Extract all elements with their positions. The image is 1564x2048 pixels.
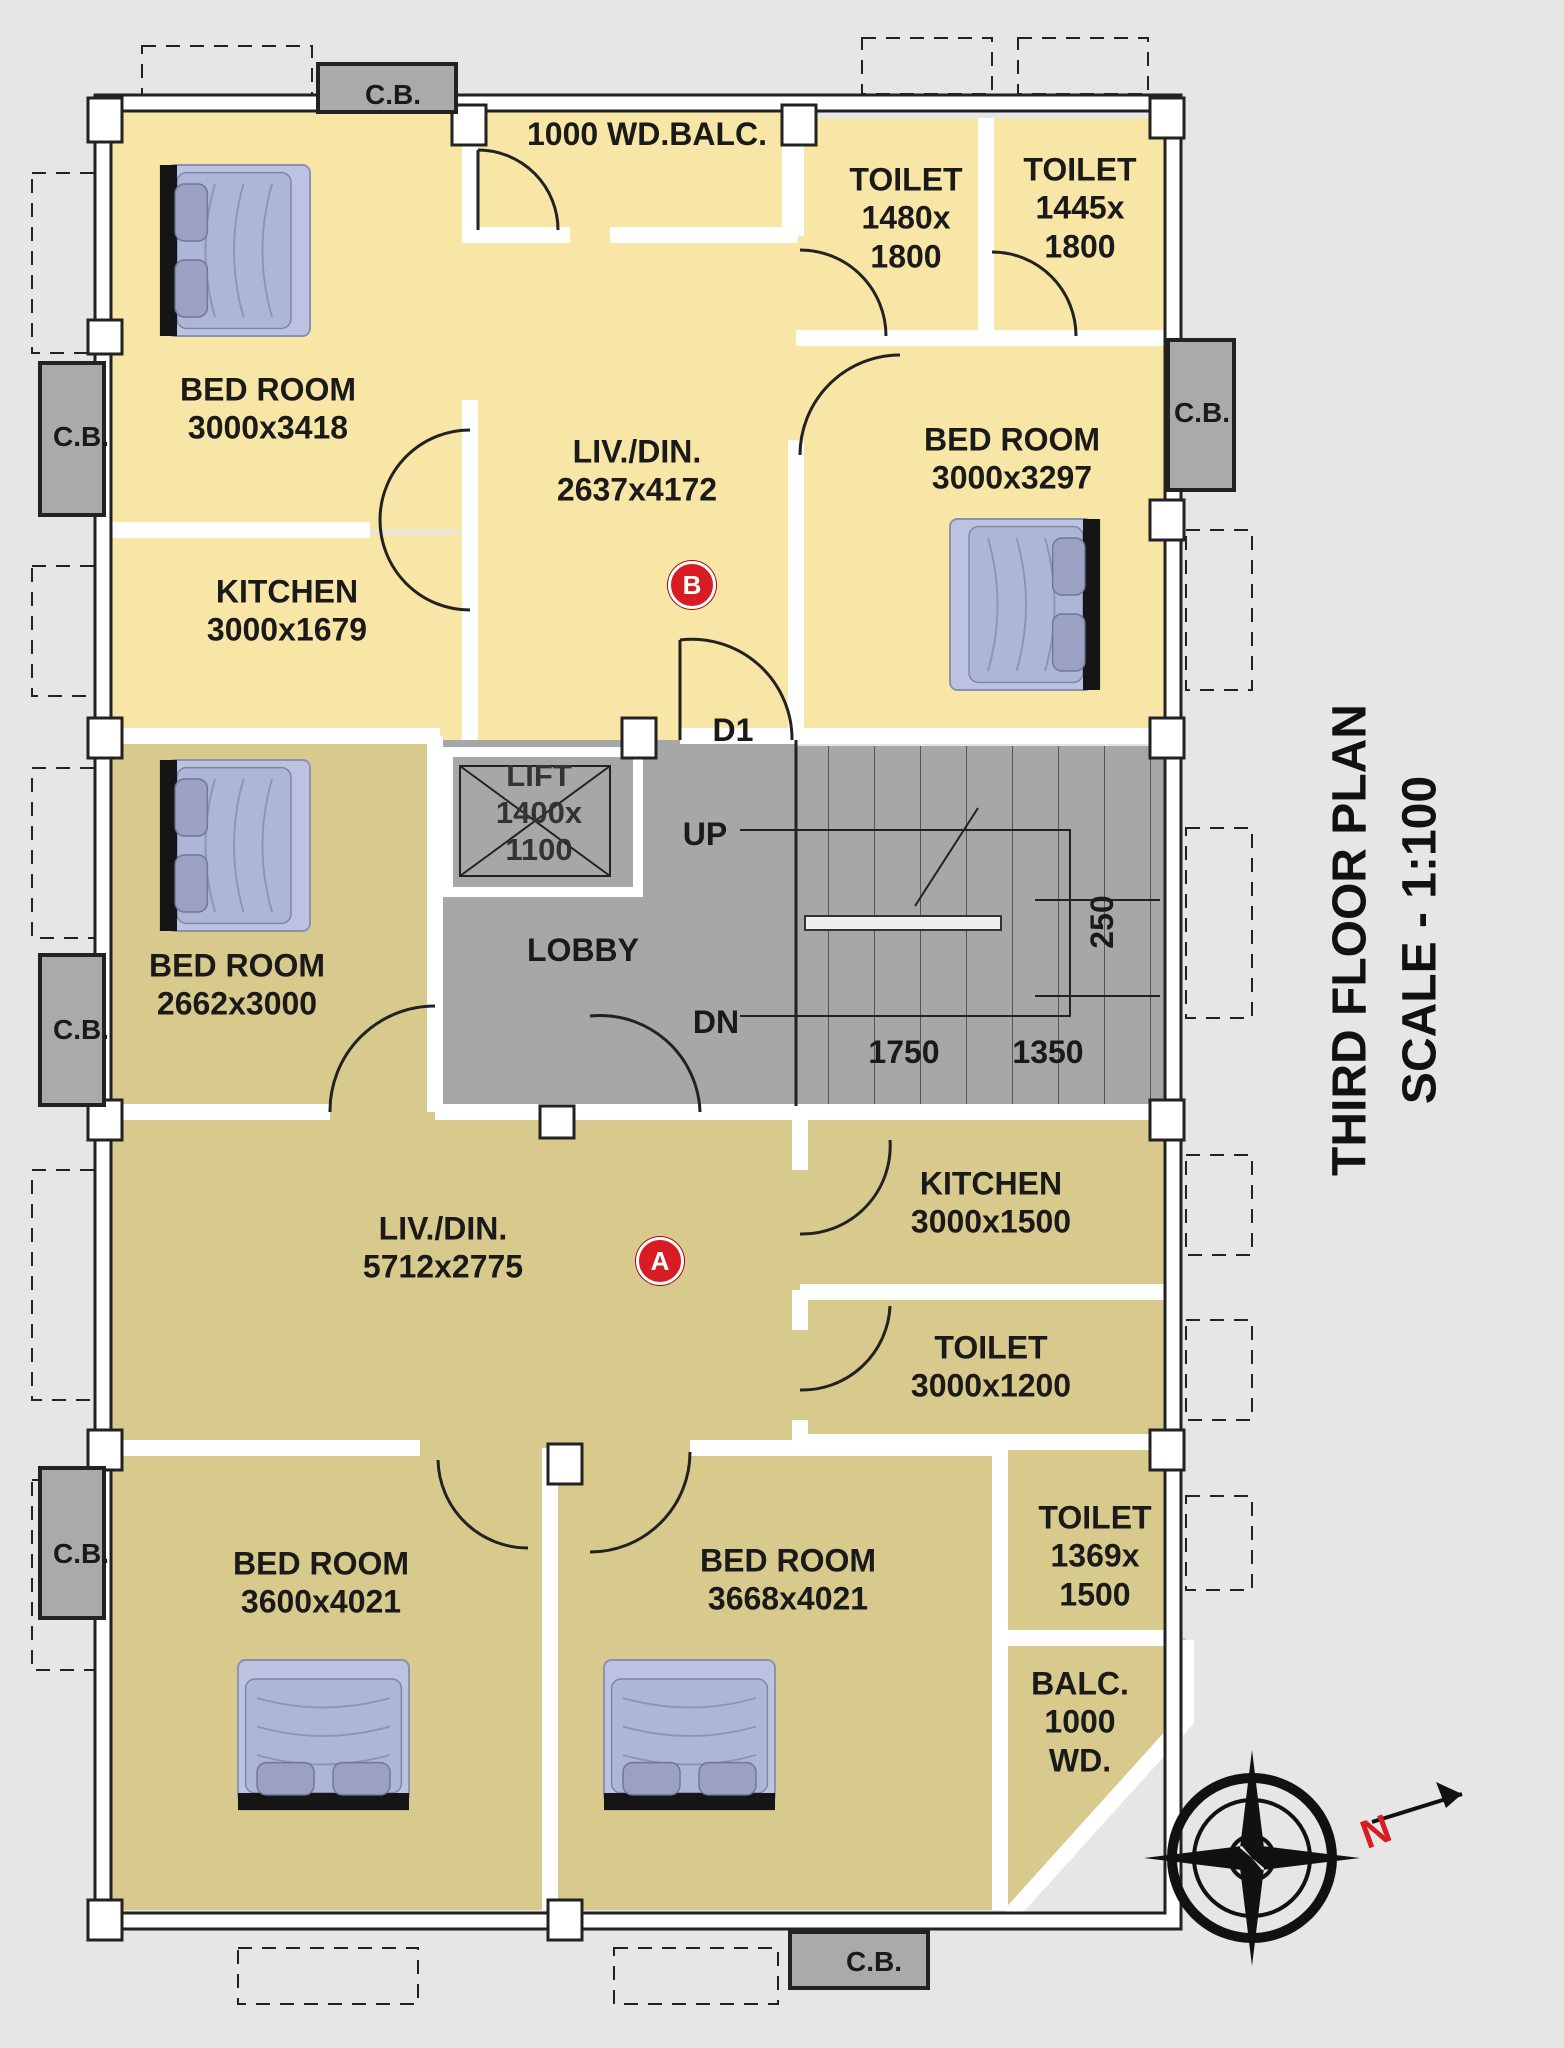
living-label-b: LIV./DIN.2637x4172 — [556, 433, 718, 508]
columns — [86, 96, 1186, 1942]
lobby-label: LOBBY — [527, 931, 639, 968]
living-label-a: LIV./DIN.5712x2775 — [362, 1210, 524, 1285]
compass-icon — [1144, 1750, 1463, 1966]
cupboard-label-2: C.B. — [53, 421, 109, 453]
cupboard-label-6: C.B. — [846, 1946, 902, 1978]
plan-title: THIRD FLOOR PLAN SCALE - 1:100 — [1323, 704, 1446, 1176]
stair-dim-1750: 1750 — [868, 1033, 940, 1070]
door-d1-label: D1 — [712, 711, 754, 748]
cupboard-label-4: C.B. — [53, 1014, 109, 1046]
balcony-label-b: 1000 WD.BALC. — [526, 115, 768, 152]
flat-b-marker: B — [668, 561, 716, 609]
stair-dim-1350: 1350 — [1012, 1033, 1084, 1070]
stair-dim-250: 250 — [1083, 895, 1120, 949]
door-swings — [328, 148, 1078, 1554]
stair-down-label: DN — [692, 1003, 740, 1040]
cupboard-label-5: C.B. — [53, 1538, 109, 1570]
cupboard-label-1: C.B. — [365, 79, 421, 111]
cupboard-label-3: C.B. — [1174, 397, 1230, 429]
cupboards — [38, 62, 1236, 1990]
core-area — [435, 740, 1165, 1108]
flat-a-marker: A — [636, 1237, 684, 1285]
stair-up-label: UP — [682, 815, 728, 852]
